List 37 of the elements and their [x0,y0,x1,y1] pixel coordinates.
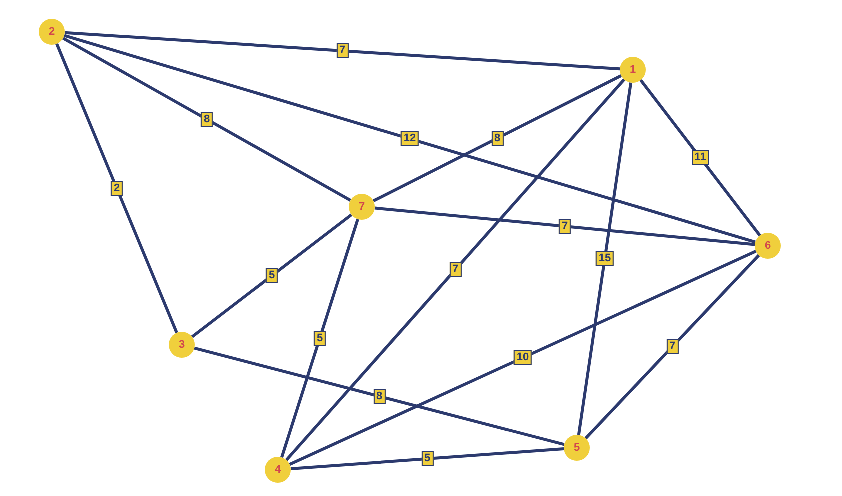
connector-line [640,79,762,237]
edge-label: 15 [596,252,614,266]
connector-line [584,254,760,440]
edge-label: 8 [491,131,504,146]
node-circle: 5 [564,435,590,461]
edge-label: 12 [400,132,420,146]
node-circle: 6 [755,233,781,259]
edge-label: 10 [514,350,532,366]
connector-line [290,447,564,471]
connector-line [62,37,352,202]
node-circle: 3 [169,332,195,358]
node-circle: 4 [265,457,291,483]
connector-line [194,346,565,446]
edge-label: 5 [421,452,434,466]
connector-line [372,74,622,202]
edge-label: 11 [692,150,710,166]
node-circle: 7 [349,194,375,220]
connector-line [280,218,360,458]
connector-line [374,206,756,246]
node-circle: 2 [39,19,65,45]
edge-label: 8 [373,389,386,404]
connector-line [64,34,756,244]
edge-label: 8 [200,112,214,127]
connector-line [191,214,353,338]
edge-label: 7 [558,219,572,234]
connector-line [56,43,178,334]
edge-label: 2 [110,181,124,196]
edge-label: 5 [314,331,326,346]
connector-line [286,78,626,462]
edge-label: 7 [666,340,679,354]
node-circle: 1 [620,57,646,83]
edge-label: 7 [336,44,349,58]
edge-label: 5 [266,268,278,284]
edge-label: 7 [449,262,462,278]
connector-line [577,82,633,436]
connector-line [289,250,757,466]
connector-line [64,31,620,71]
